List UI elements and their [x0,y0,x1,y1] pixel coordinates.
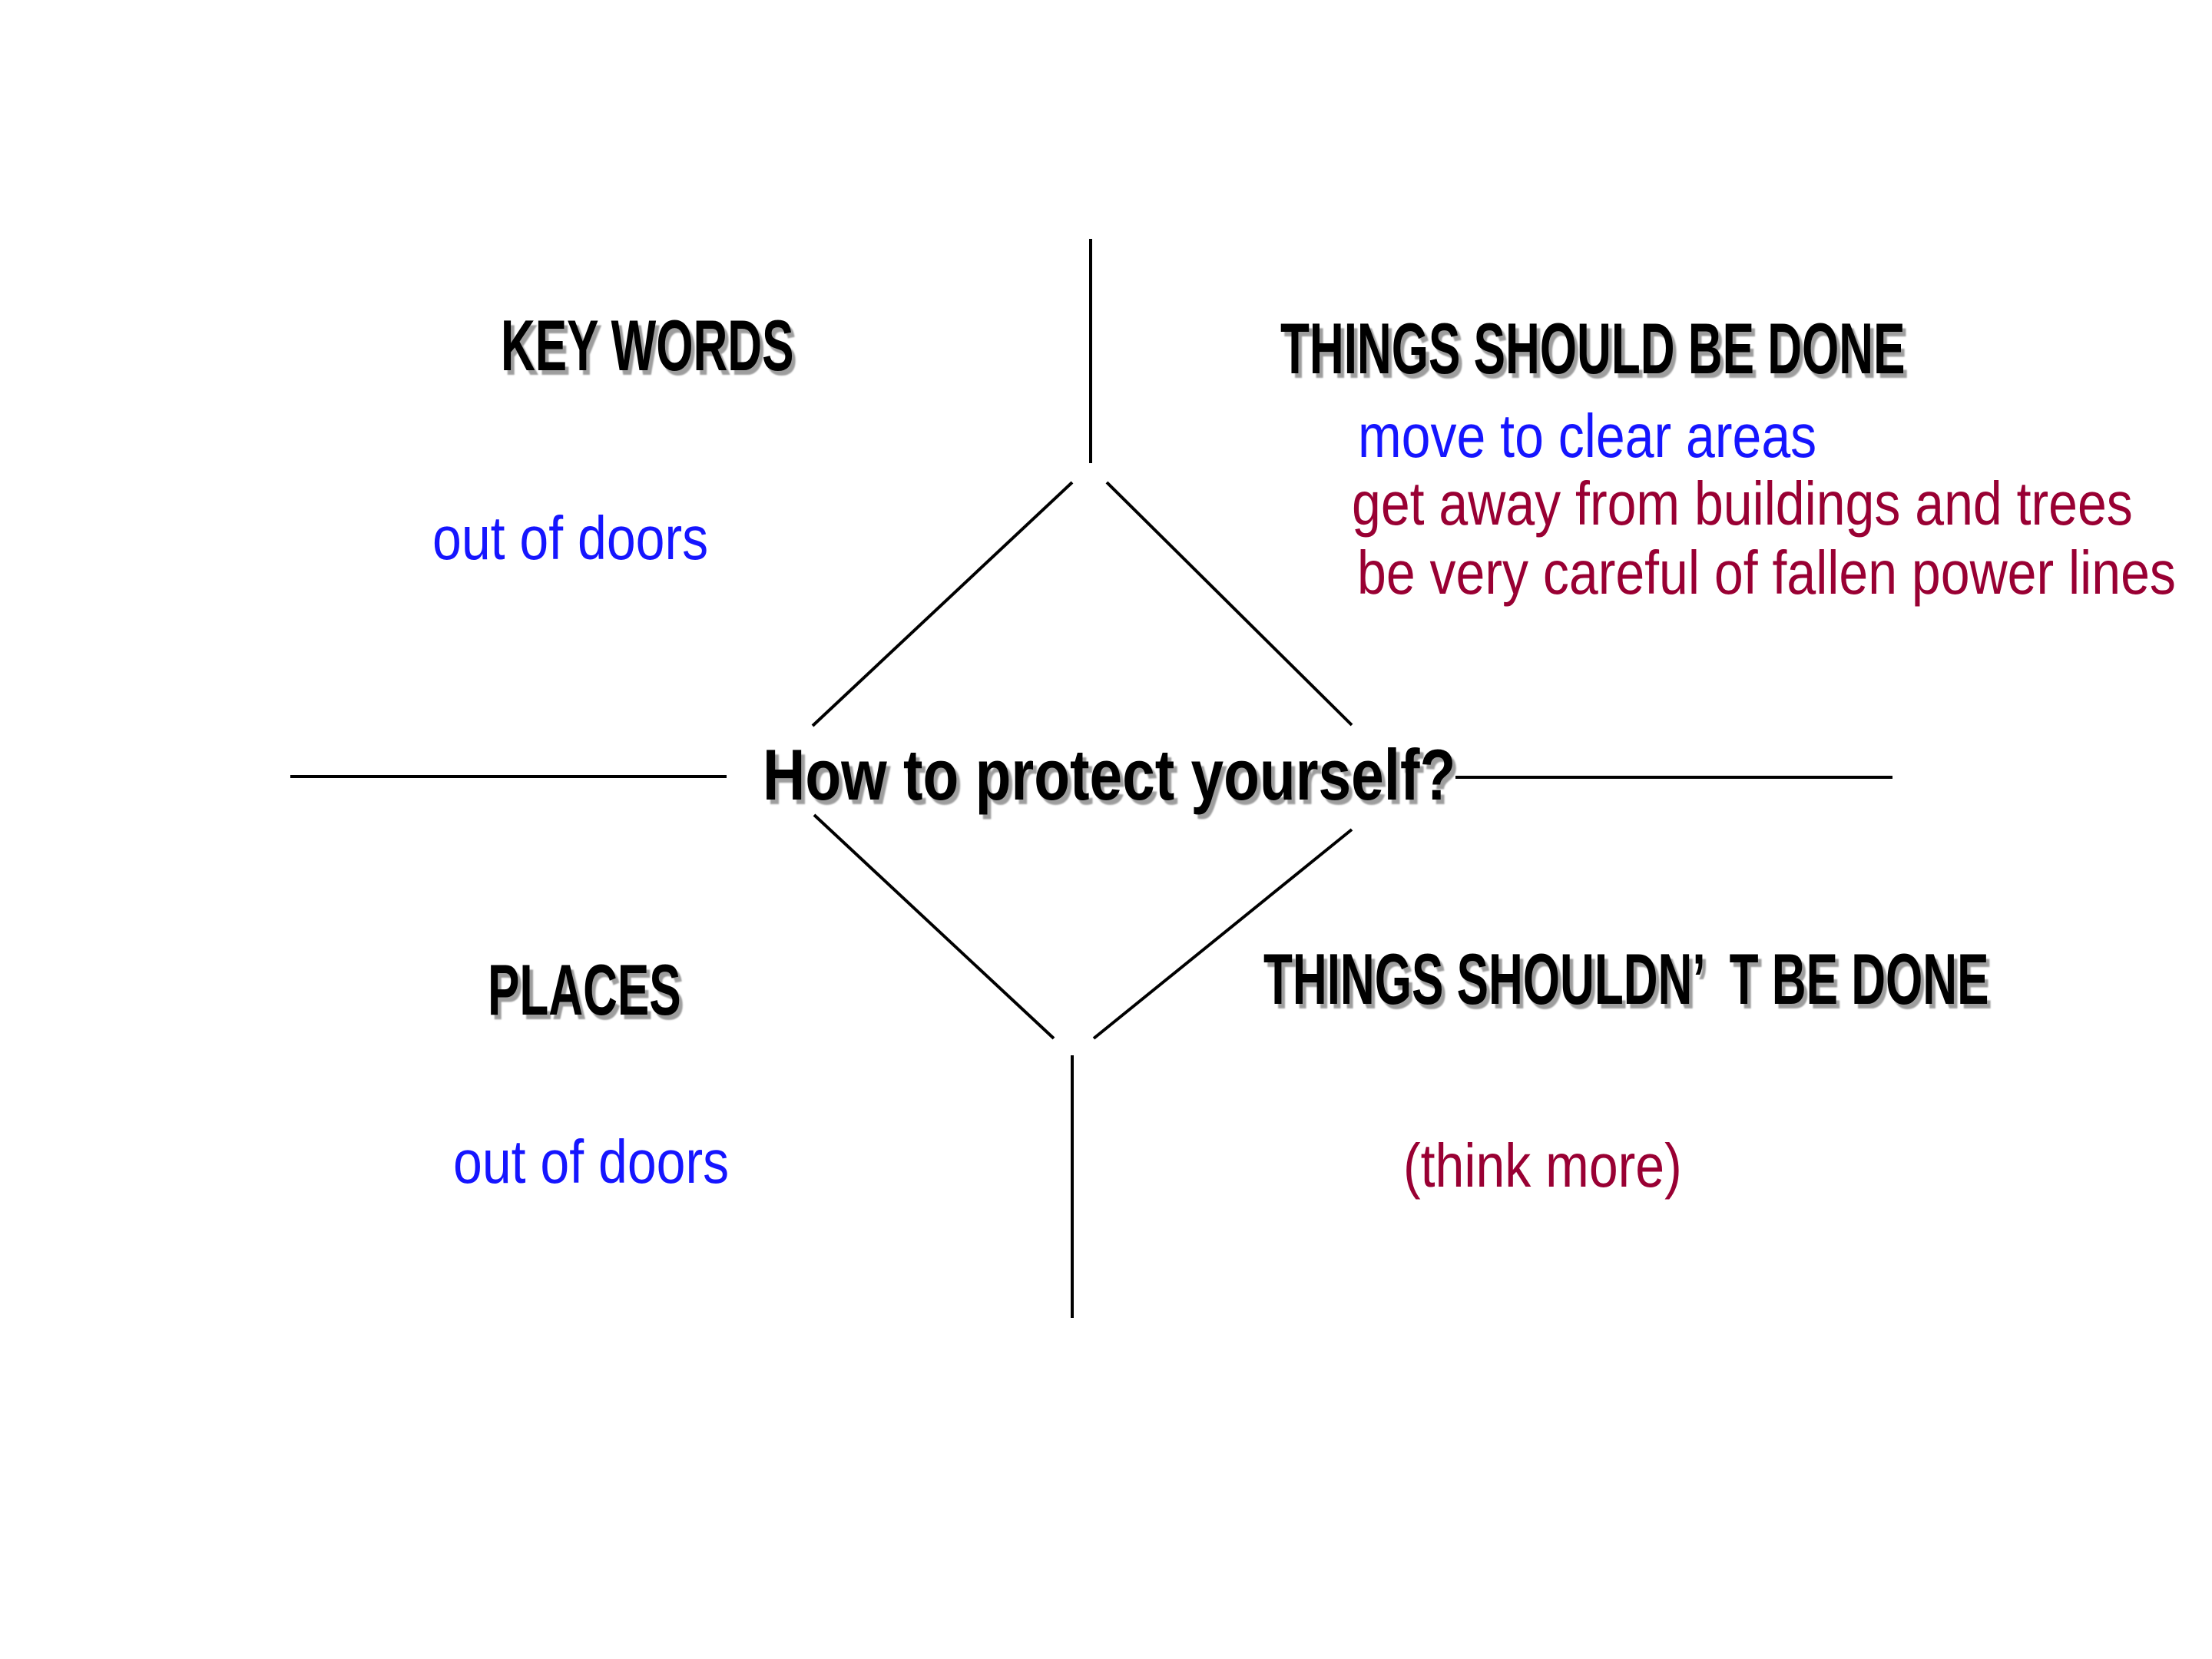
diamond-edge-top-right [1105,481,1353,727]
shouldnt-item-think-more: (think more) [1403,1131,1682,1200]
place-out-of-doors-bottom: out of doors [453,1128,730,1196]
should-item-careful-of-power-lines: be very careful of fallen power lines [1357,538,2176,607]
should-item-get-away-from-buildings: get away from buildings and trees [1352,469,2133,538]
should-item-move-to-clear-areas: move to clear areas [1358,402,1817,470]
heading-places: PLACES [488,949,681,1030]
diamond-edge-bottom-left [813,813,1055,1040]
keyword-out-of-doors-top: out of doors [432,504,709,572]
heading-things-shouldnt-be-done: THINGS SHOULDN’ T BE DONE [1263,939,1989,1019]
center-question-title: How to protect yourself? [763,734,1456,815]
heading-things-should-be-done: THINGS SHOULD BE DONE [1280,308,1906,389]
heading-key-words: KEY WORDS [501,305,794,386]
diamond-edge-bottom-right [1092,828,1353,1040]
diamond-edge-top-left [811,481,1074,727]
